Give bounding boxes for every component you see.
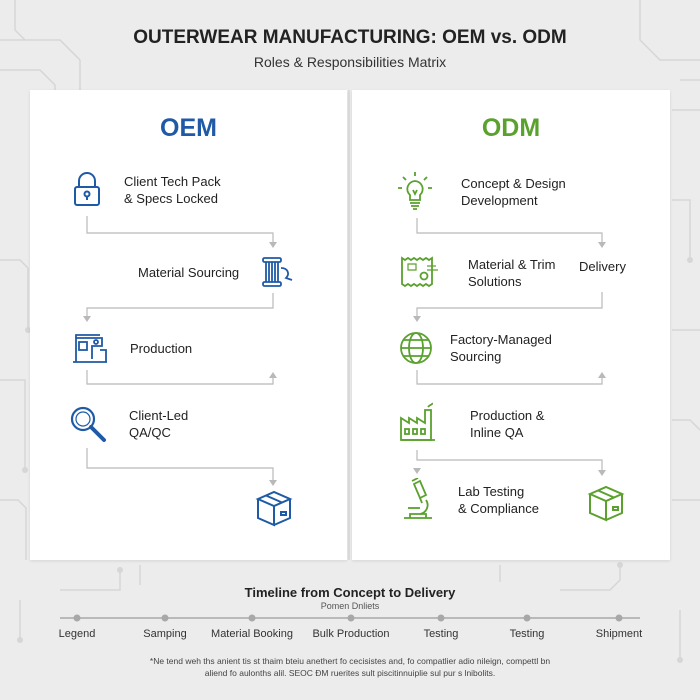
timeline-track [60,614,640,622]
odm-step-production-qa: Production & Inline QA [470,408,545,440]
odm-panel: ODM Concept & Design Development [352,90,670,560]
thread-spool-icon [262,257,293,287]
timeline-stage-shipment: Shipment [595,628,643,640]
odm-step-material-trim: Material & Trim Solutions [468,257,556,289]
oem-panel: OEM Client Tech Pack & Specs Locked Mate… [30,90,347,560]
oem-step-tech-pack: Client Tech Pack & Specs Locked [124,174,221,206]
lightbulb-icon [398,172,432,210]
page-subtitle: Roles & Responsibilities Matrix [253,54,447,70]
timeline-stage-testing: Testing [423,628,459,640]
odm-flow-connectors [413,218,606,476]
padlock-icon [74,172,100,206]
oem-flow-connectors [83,216,277,486]
odm-step-delivery: Delivery [579,259,626,274]
odm-step-lab-testing: Lab Testing & Compliance [458,484,539,516]
oem-step-client-qa: Client-Led QA/QC [129,408,189,440]
oem-step-production: Production [130,341,193,356]
fabric-swatch-icon [401,256,438,288]
oem-step-material-sourcing: Material Sourcing [138,265,240,280]
odm-step-concept-design: Concept & Design Development [461,176,566,208]
timeline-stage-sampling: Samping [143,628,187,640]
timeline-stage-legend: Legend [58,628,96,640]
timeline-stage-testing-2: Testing [509,628,545,640]
box-icon [587,485,625,522]
column-divider [348,90,350,560]
sewing-machine-icon [73,334,107,363]
timeline-stage-material-booking: Material Booking [211,628,293,640]
timeline-subtitle: Pomen Dnliets [320,601,380,611]
box-icon [255,490,293,527]
globe-icon [400,332,432,364]
timeline-title: Timeline from Concept to Delivery [244,585,456,600]
magnifier-icon [70,406,106,442]
footnote: *Ne tend weh ths anient tis st thaim bte… [60,655,640,679]
factory-icon [400,402,435,441]
odm-heading: ODM [481,114,541,142]
odm-step-factory-sourcing: Factory-Managed Sourcing [450,332,552,364]
page-title: OUTERWEAR MANUFACTURING: OEM vs. ODM [133,27,567,48]
microscope-icon [404,478,432,519]
footnote-line-1: *Ne tend weh ths anient tis st thaim bte… [149,656,551,666]
oem-heading: OEM [160,114,217,142]
timeline-stage-bulk-production: Bulk Production [312,628,390,640]
footnote-line-2: aliend fo aulonths alil. SEOC ÐM ruerite… [204,668,496,678]
